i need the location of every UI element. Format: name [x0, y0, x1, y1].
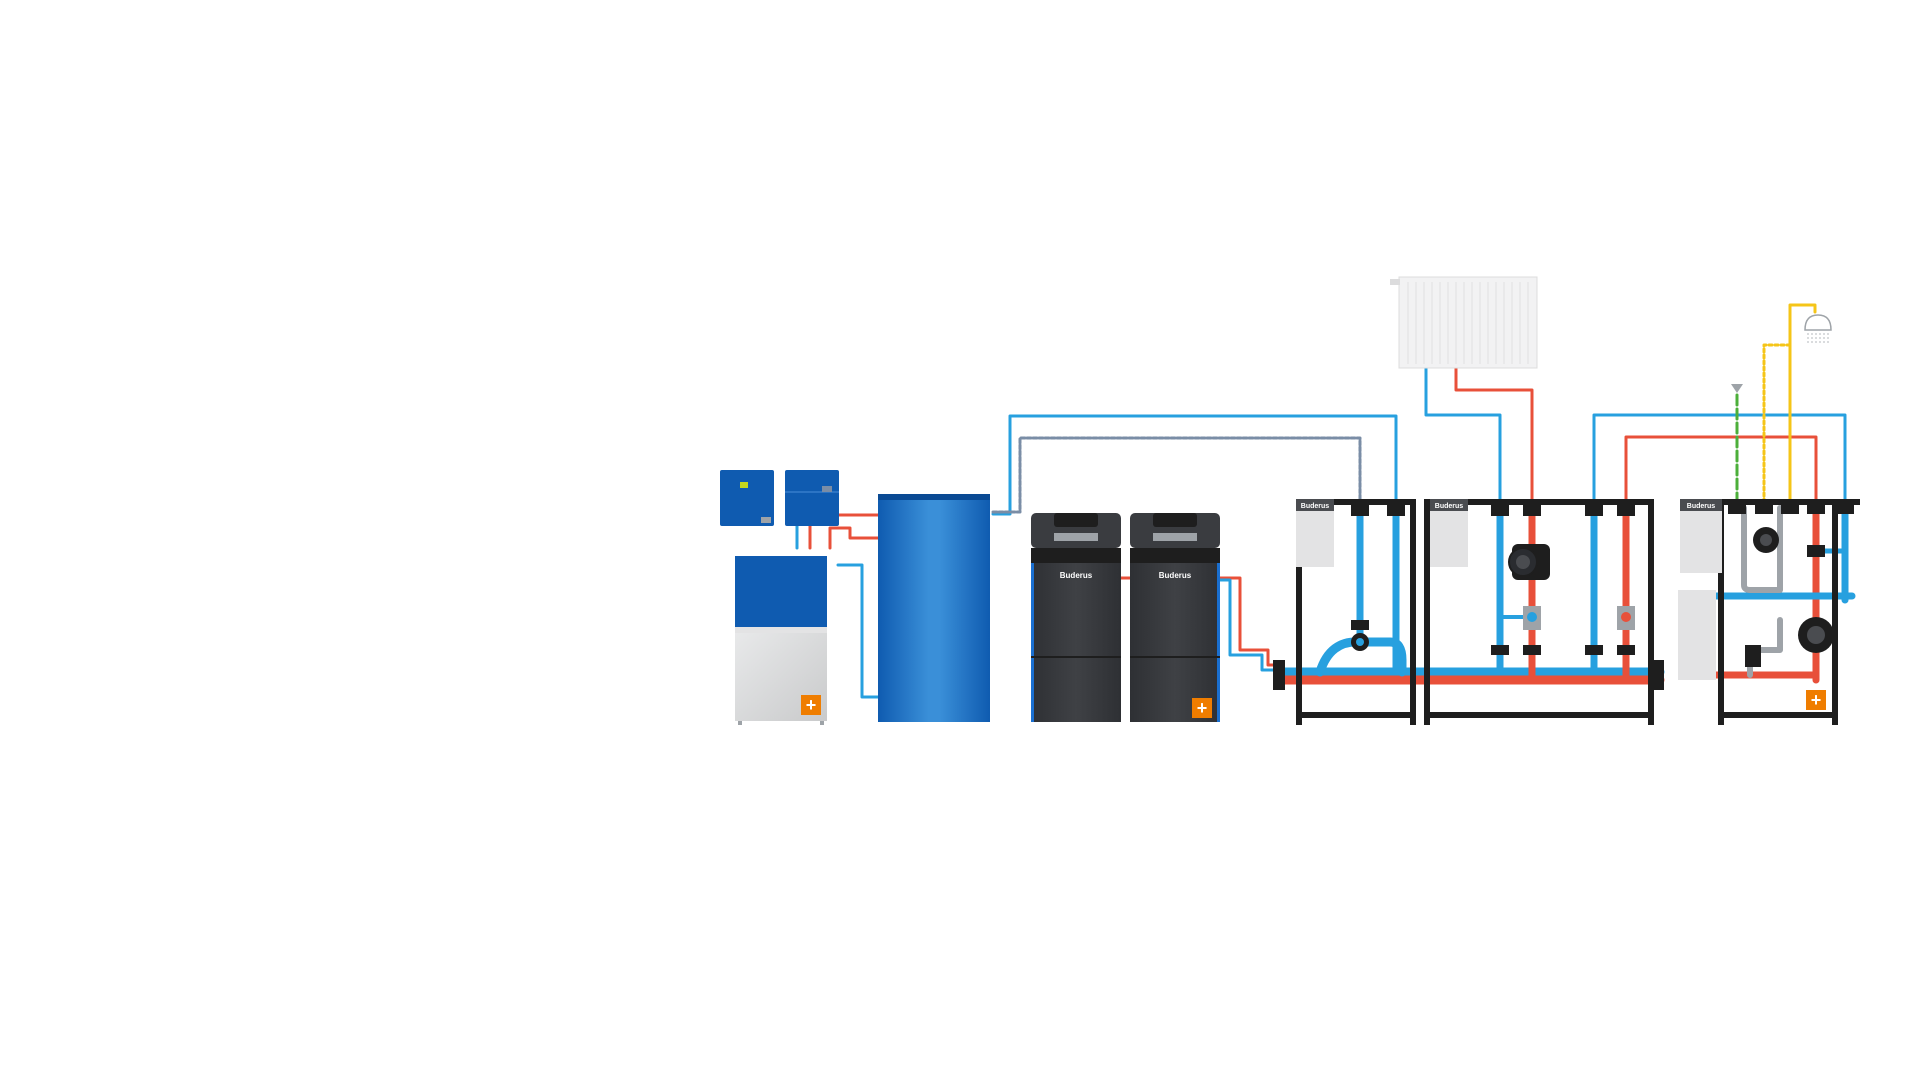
- radiator-supply: [1454, 366, 1534, 510]
- gas-pipe: [991, 436, 1362, 542]
- hotspot-dhw-station[interactable]: +: [1806, 690, 1826, 710]
- hydraulic-separator-module[interactable]: Buderus: [1273, 499, 1664, 725]
- dhw-circ-pipe: [1741, 505, 1783, 593]
- boiler-2-logo: Buderus: [1159, 571, 1192, 580]
- heat-exchanger-panel: [1678, 590, 1716, 680]
- valve-icon: [1755, 504, 1773, 514]
- hotspot-boilers[interactable]: +: [1192, 698, 1212, 718]
- boiler-1[interactable]: Buderus: [1031, 513, 1121, 722]
- supply-pipe-heatpump-2: [828, 526, 880, 550]
- return-pipe-tank-top: [991, 414, 1398, 542]
- dhw-hot-pipe: [1788, 303, 1817, 510]
- boiler-1-logo: Buderus: [1060, 571, 1093, 580]
- hc-panel: [1430, 505, 1468, 567]
- valve-icon: [1523, 504, 1541, 516]
- boiler-2[interactable]: Buderus: [1130, 513, 1220, 722]
- buffer-tank[interactable]: [878, 494, 990, 722]
- dhw-feed-supply: [1624, 435, 1818, 510]
- dhw-logo: Buderus: [1687, 503, 1716, 510]
- separator-panel: [1296, 505, 1334, 567]
- valve-icon: [1491, 645, 1509, 655]
- hotspot-heat-pump[interactable]: +: [801, 695, 821, 715]
- plus-icon: +: [806, 695, 817, 715]
- valve-icon: [1491, 504, 1509, 516]
- return-pipe-heatpump-tank: [836, 563, 880, 699]
- status-led: [740, 482, 748, 488]
- valve-icon: [1523, 645, 1541, 655]
- valve-icon: [1781, 504, 1799, 514]
- valve-icon: [1351, 504, 1369, 516]
- separator-logo: Buderus: [1301, 503, 1330, 510]
- valve-icon: [1836, 504, 1854, 514]
- valve-icon: [1807, 545, 1825, 557]
- valve-icon: [1617, 645, 1635, 655]
- heat-pump-controller-1[interactable]: [720, 470, 774, 526]
- dhw-feed-return: [1592, 413, 1847, 510]
- plus-icon: +: [1197, 698, 1208, 718]
- valve-icon: [1807, 504, 1825, 514]
- valve-icon: [1387, 504, 1405, 516]
- hc-logo: Buderus: [1435, 503, 1464, 510]
- shower[interactable]: [1804, 314, 1832, 345]
- radiator-return: [1424, 366, 1502, 510]
- valve-icon: [1585, 645, 1603, 655]
- valve-icon: [1585, 504, 1603, 516]
- dhw-station[interactable]: Buderus: [1678, 499, 1860, 725]
- heating-circuit-module[interactable]: Buderus: [1424, 499, 1654, 725]
- valve-icon: [1351, 620, 1369, 630]
- flange-icon: [1654, 660, 1664, 690]
- valve-icon: [1728, 504, 1746, 514]
- radiator[interactable]: [1390, 276, 1538, 369]
- separator-loop: [1315, 637, 1407, 677]
- valve-icon: [1617, 504, 1635, 516]
- heat-pump-controller-2[interactable]: [785, 470, 839, 526]
- dhw-hot-pipe-dashed: [1762, 343, 1792, 510]
- flange-icon: [1273, 660, 1285, 690]
- radiator-valve-icon: [1390, 279, 1400, 285]
- return-pipe-boiler: [1218, 578, 1284, 672]
- shower-icon: [1804, 314, 1832, 331]
- plus-icon: +: [1811, 690, 1822, 710]
- cold-water-inlet-icon: [1731, 384, 1743, 393]
- dhw-circ-valve-icon: [1745, 645, 1761, 667]
- dhw-panel: [1680, 505, 1722, 573]
